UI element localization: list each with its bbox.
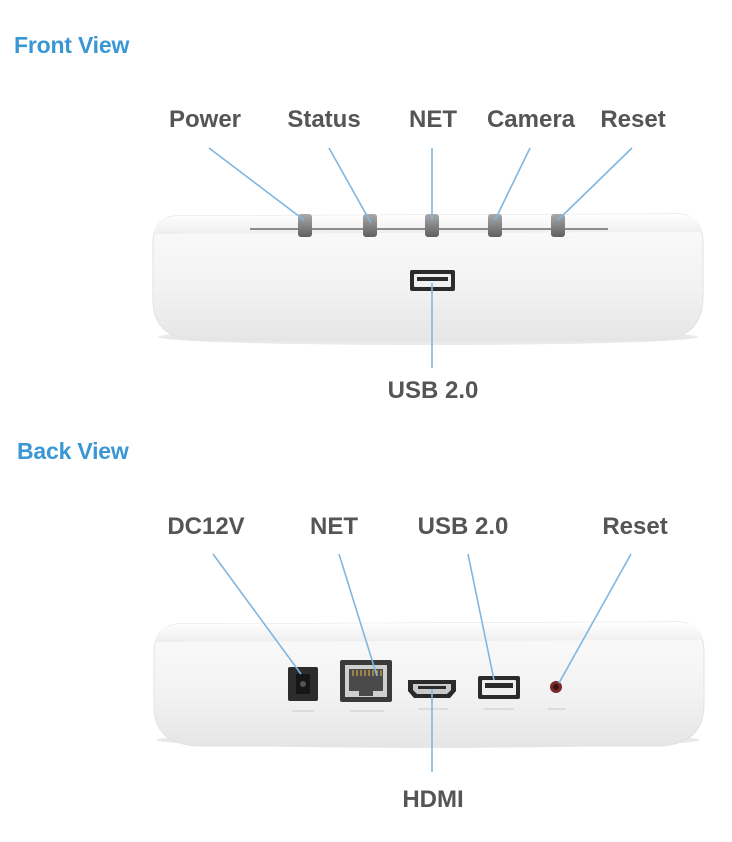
power-led — [298, 214, 312, 237]
front-label-reset: Reset — [600, 106, 666, 133]
camera-led — [488, 214, 502, 237]
leader-back-net — [338, 553, 378, 677]
leader-dc12v — [212, 553, 302, 675]
front-label-net: NET — [409, 106, 457, 133]
leader-camera — [494, 147, 531, 221]
reset-led — [551, 214, 565, 237]
front-label-camera: Camera — [486, 106, 576, 133]
back-usb-port — [478, 676, 520, 699]
net-led — [425, 214, 439, 237]
leader-reset — [557, 147, 633, 221]
front-device — [152, 213, 704, 345]
reset-button-hole — [550, 681, 562, 693]
back-device-top-edge — [155, 622, 703, 642]
leader-back-reset — [558, 553, 632, 684]
back-leader-lines — [212, 553, 632, 772]
back-label-usb: USB 2.0 — [417, 513, 509, 540]
front-label-usb: USB 2.0 — [387, 377, 479, 404]
front-view-title: Front View — [14, 32, 130, 58]
status-led — [363, 214, 377, 237]
back-label-net: NET — [310, 513, 358, 540]
back-label-hdmi: HDMI — [402, 786, 464, 813]
dc12v-port — [288, 667, 318, 701]
leader-power — [208, 147, 305, 221]
port-legend-marks — [292, 708, 566, 712]
back-label-dc12v: DC12V — [167, 513, 245, 540]
back-view-title: Back View — [17, 438, 129, 464]
front-usb-port — [410, 270, 455, 291]
leader-status — [328, 147, 372, 224]
front-label-power: Power — [168, 106, 242, 133]
front-label-status: Status — [287, 106, 361, 133]
leader-back-usb — [467, 553, 495, 681]
back-device — [153, 621, 705, 748]
back-label-reset: Reset — [602, 513, 668, 540]
front-leader-lines — [208, 147, 633, 368]
net-port — [340, 660, 392, 702]
